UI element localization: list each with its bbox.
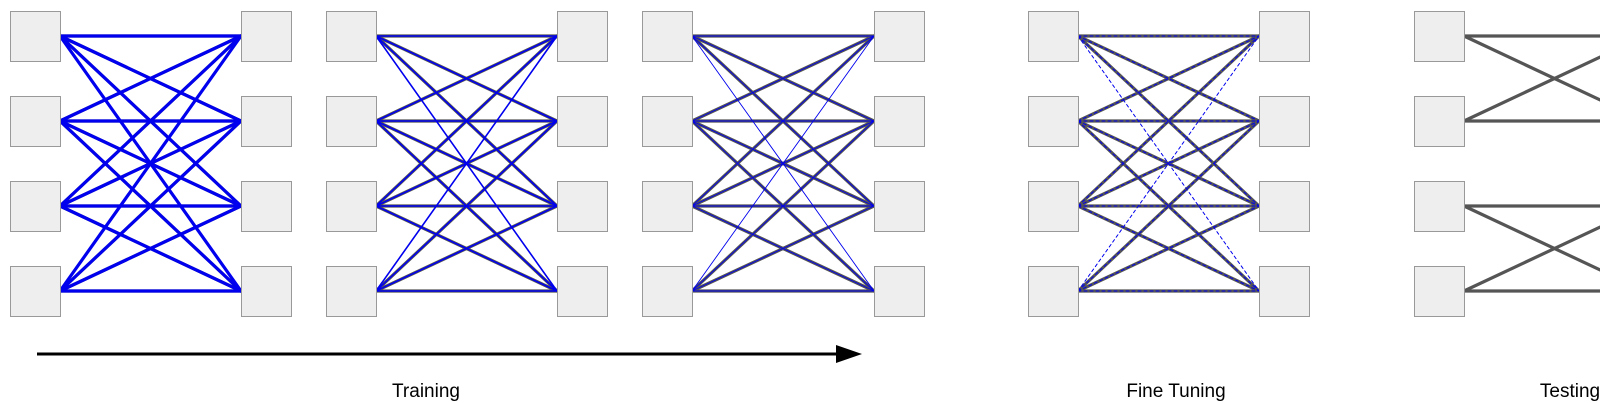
- input-node: [1415, 12, 1465, 62]
- input-node: [1415, 182, 1465, 232]
- output-node: [875, 267, 925, 317]
- output-node: [1260, 12, 1310, 62]
- output-node: [875, 97, 925, 147]
- output-node: [242, 182, 292, 232]
- output-node: [558, 267, 608, 317]
- input-node: [11, 97, 61, 147]
- input-node: [643, 267, 693, 317]
- panels-layer: [11, 12, 1600, 317]
- input-node: [1415, 97, 1465, 147]
- input-node: [327, 267, 377, 317]
- base-edge: [1464, 206, 1600, 291]
- panel-training-3: [643, 12, 925, 317]
- training-arrow: [37, 345, 862, 363]
- output-node: [242, 97, 292, 147]
- base-edge: [1464, 36, 1600, 121]
- output-node: [875, 182, 925, 232]
- base-edge: [1464, 206, 1600, 291]
- input-node: [1029, 267, 1079, 317]
- output-node: [242, 12, 292, 62]
- input-node: [1029, 97, 1079, 147]
- input-node: [11, 12, 61, 62]
- input-node: [1029, 12, 1079, 62]
- output-node: [558, 182, 608, 232]
- input-node: [1415, 267, 1465, 317]
- input-node: [11, 182, 61, 232]
- input-node: [643, 97, 693, 147]
- input-node: [11, 267, 61, 317]
- output-node: [558, 12, 608, 62]
- base-edge: [1464, 36, 1600, 121]
- output-node: [1260, 182, 1310, 232]
- panel-training-1: [11, 12, 292, 317]
- output-node: [1260, 267, 1310, 317]
- arrow-head: [836, 345, 862, 363]
- input-node: [327, 12, 377, 62]
- panel-testing: [1415, 12, 1600, 317]
- input-node: [643, 12, 693, 62]
- output-node: [558, 97, 608, 147]
- output-node: [242, 267, 292, 317]
- output-node: [1260, 97, 1310, 147]
- input-node: [643, 182, 693, 232]
- panel-training-2: [327, 12, 608, 317]
- panel-fine-tuning: [1029, 12, 1310, 317]
- input-node: [327, 182, 377, 232]
- input-node: [327, 97, 377, 147]
- input-node: [1029, 182, 1079, 232]
- output-node: [875, 12, 925, 62]
